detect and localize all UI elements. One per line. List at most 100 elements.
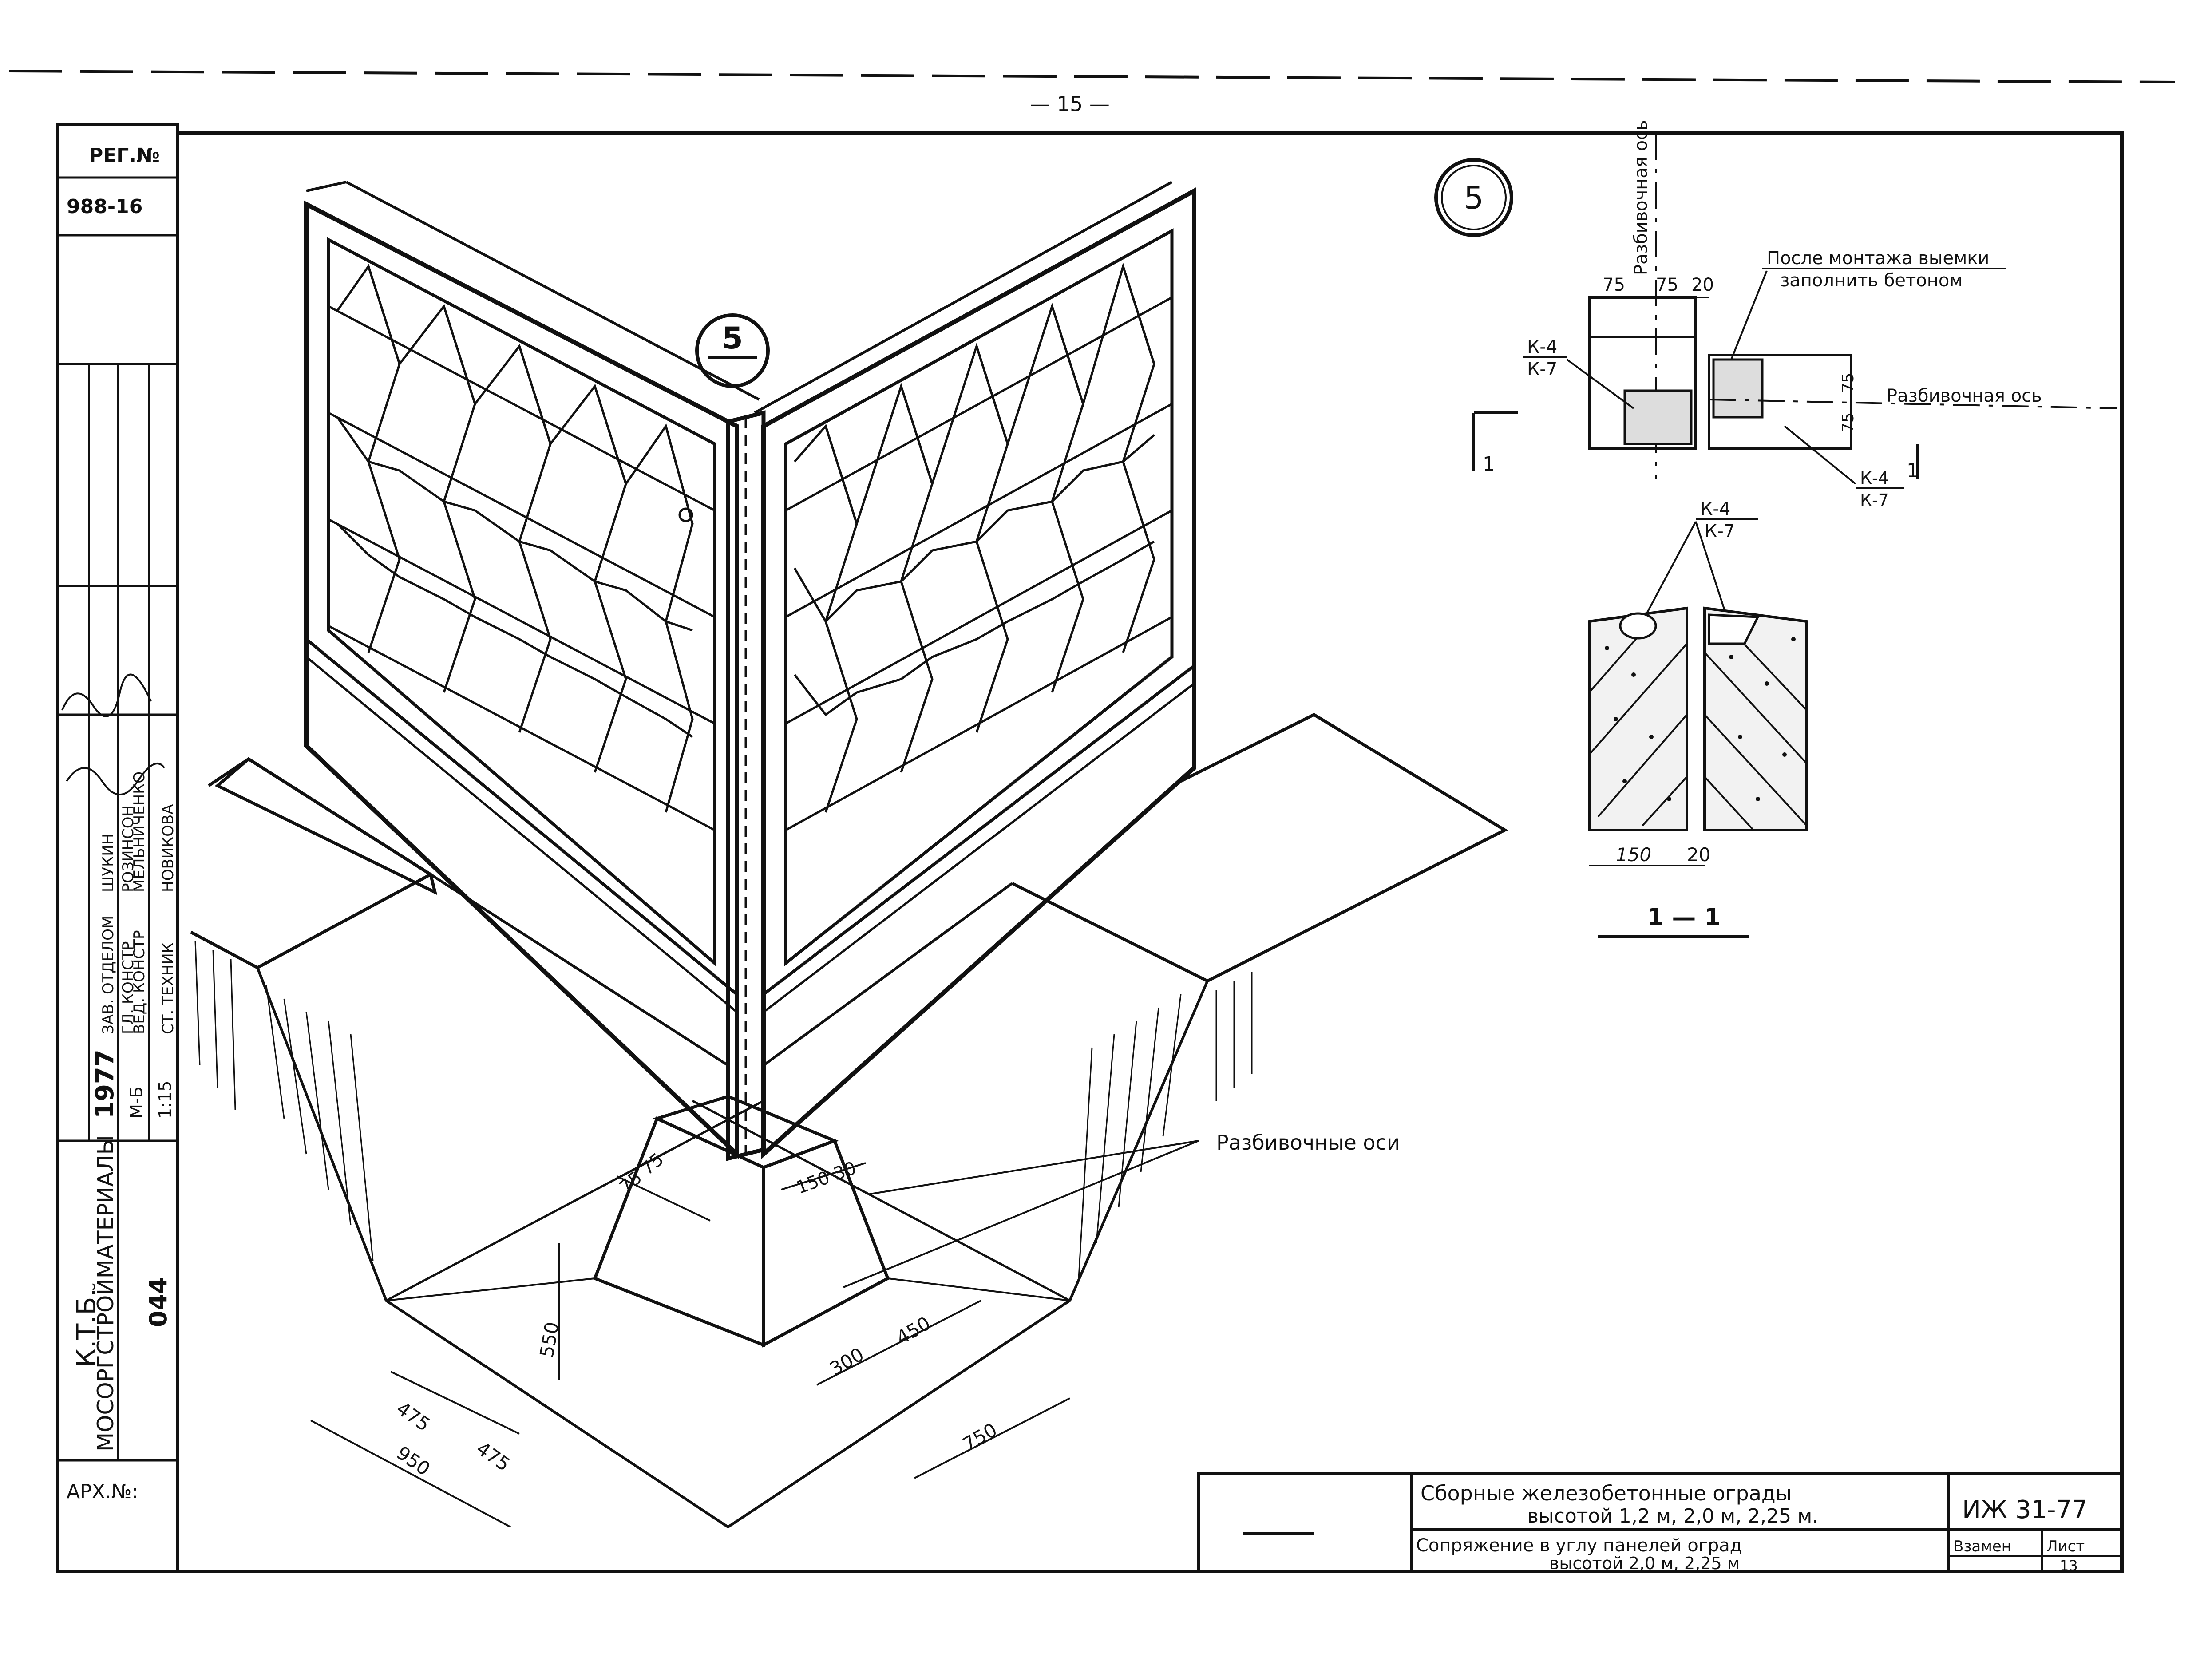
left-panel-top [306,181,347,192]
dim-750: 750 [959,1419,1001,1455]
left-panel-inner [327,237,716,967]
stamp-name-2: РОЗИНСОН [119,805,137,892]
corner-post [726,410,766,1161]
right-panel-rail [763,683,1195,1013]
section-joint-left [1619,612,1657,640]
section-dim-150: 150 [1616,844,1651,866]
pit-back-edge [430,873,729,1067]
dim-150-30: 150 30 [794,1158,859,1198]
side-dim-75-a: 75 [1839,372,1857,393]
post-plan-right [1708,354,1852,450]
k4-insert-right [1712,358,1764,419]
k-leader [1784,425,1856,485]
right-panel-rail [762,664,1195,996]
pit-floor-line [386,1277,595,1301]
pit-floor-line [887,1277,1070,1301]
document-code: ИЖ 31-77 [1962,1495,2088,1524]
title-block: Сборные железобетонные ограды высотой 1,… [1197,1472,2124,1574]
k4-label-right: К-4 [1860,468,1889,488]
k-leader [1566,359,1634,409]
right-panel-pattern [785,262,1173,831]
reg-number: 988-16 [67,195,142,218]
sheet-code: 044 [144,1277,172,1327]
dim-475-b: 475 [472,1437,514,1475]
pit-floor-edge [385,1100,764,1302]
left-panel-top [345,181,760,401]
right-panel-top [754,181,1173,414]
note-line-1: После монтажа выемки [1767,248,1989,269]
right-panel-inner [784,228,1174,967]
title-line-1: Сборные железобетонные ограды [1421,1481,1792,1505]
org-line1: К.Т.Б. [71,1288,102,1367]
side-dim-75-b: 75 [1839,412,1857,433]
section-hatching [1588,621,1808,831]
horizontal-axis-line [1709,399,2118,409]
concrete-dots [1605,637,1796,801]
fence-corner-isometric: 5 Разбивочные оси [190,181,1508,1529]
subtitle-line-1: Сопряжение в углу панелей оград [1416,1535,1742,1556]
stamp-scale-sheet: М-Б [127,1086,146,1119]
lifting-loop [678,507,693,522]
k-leader [1642,521,1697,622]
section-post-right [1703,606,1808,831]
section-k4-label: К-4 [1700,499,1730,519]
left-panel-outer [304,200,739,1159]
section-ref-right: 1 [1907,459,1919,482]
section-mark-circle [695,313,770,388]
axis-line [843,1140,1199,1288]
detail-5-mark [1434,158,1513,237]
section-title: 1 — 1 [1647,903,1721,931]
reg-label: РЕГ.№ [89,144,160,167]
top-edge-line [8,70,2176,83]
section-ref-left: 1 [1483,453,1495,475]
signature-scribbles [66,763,165,795]
pit-edges [256,967,1209,1529]
sheet-label: Лист [2046,1538,2085,1555]
top-dim-75-b: 75 [1656,275,1678,295]
k4-insert-left [1623,389,1693,445]
page-number: — 15 — [1030,92,1110,116]
note-leader [1730,270,1768,360]
section-dim-20: 20 [1687,844,1710,866]
detail-5-number: 5 [1464,180,1484,216]
section-post-left [1588,606,1688,831]
arch-label: АРХ.№: [67,1480,138,1503]
title-line-2: высотой 1,2 м, 2,0 м, 2,25 м. [1527,1505,1818,1527]
post-plan-left [1588,296,1697,450]
axis-label-vertical: Разбивочная ось [1631,120,1651,275]
stamp-name-3: МЕЛЬНИЧЕНКО [131,771,148,892]
axis-label-horizontal: Разбивочная ось [1887,386,2042,406]
ground-right-block [1011,713,1508,983]
k-leader [1695,521,1728,617]
stamp-role-3: ВЕД. КОНСТР [131,930,148,1034]
soil-hatching [194,941,1253,1279]
dimension-lines [310,1162,1070,1528]
stamp-scale-ratio: 1:15 [155,1081,175,1119]
dim-300: 300 [826,1343,868,1380]
ground-left-top [214,757,438,895]
right-panel-outer [761,187,1196,1159]
top-dim-75-a: 75 [1603,275,1625,295]
replaced-label: Взамен [1953,1538,2011,1555]
left-panel-rail [305,638,738,996]
section-joint-right [1708,613,1760,645]
top-dim-20: 20 [1691,275,1714,295]
axis-line [870,1140,1199,1195]
detail-5-mark-inner [1441,165,1507,230]
stamp-year: 1977 [91,1049,119,1119]
title-block-frame [1197,1472,2124,1573]
detail-5: 5 Разбивочная ось 75 75 20 К-4 К-7 После… [1434,120,2118,510]
org-line2: МОСОРГСТРОЙМАТЕРИАЛЫ [92,1135,119,1452]
left-panel-pattern [328,264,716,831]
k7-label: К-7 [1527,359,1557,380]
dim-475-a: 475 [392,1397,434,1436]
subtitle-line-2: высотой 2,0 м, 2,25 м [1549,1554,1740,1573]
sheet-number: 13 [2060,1557,2078,1574]
section-k7-label: К-7 [1705,521,1735,542]
pit-back-edge [763,882,1013,1067]
k7-label-right: К-7 [1860,490,1889,510]
section-mark-number: 5 [722,321,743,356]
stamp-role-4: СТ. ТЕХНИК [159,942,177,1034]
signature-scribbles [61,673,152,717]
